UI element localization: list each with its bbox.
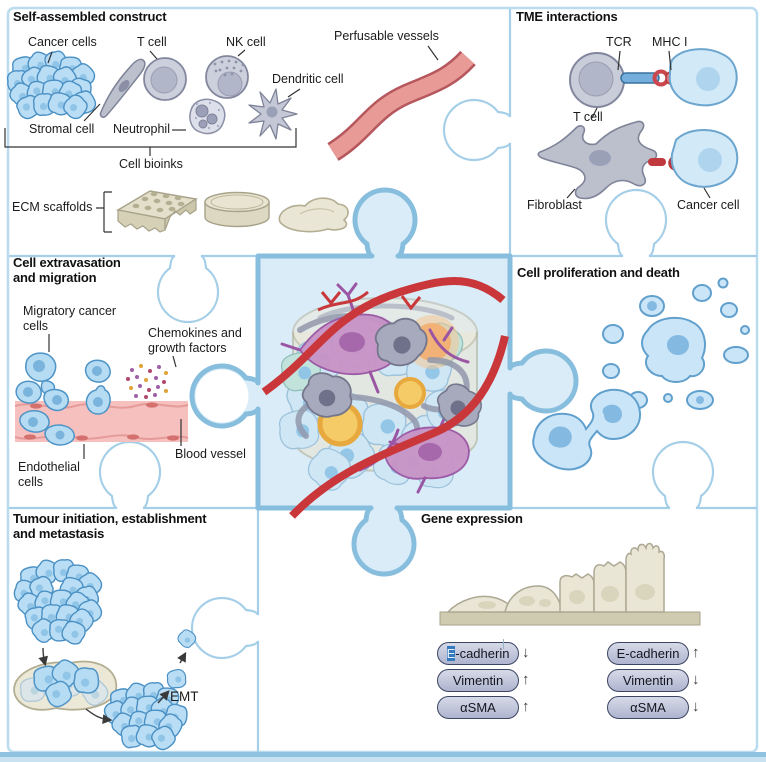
migratory-cancer-cells-icon bbox=[15, 352, 111, 446]
panel-title-tumour-line2: and metastasis bbox=[13, 526, 105, 541]
marker-pill-label: αSMA bbox=[630, 700, 666, 715]
selected-text-artifact: E bbox=[446, 646, 456, 661]
ecm-disc-scaffold-icon bbox=[204, 191, 270, 228]
panel-title-extravasation-line2: and migration bbox=[13, 270, 97, 285]
apoptotic-cell-icon bbox=[602, 277, 750, 410]
label-dendritic-cell: Dendritic cell bbox=[272, 72, 344, 86]
label-migratory-line1: Migratory cancer bbox=[23, 304, 117, 318]
label-cancer-cells: Cancer cells bbox=[28, 35, 97, 49]
marker-pill-vimentin-left: Vimentin bbox=[437, 669, 519, 692]
tumour-cluster-primary-icon bbox=[10, 555, 106, 649]
ecm-bracket bbox=[96, 191, 112, 233]
tumour-arrows bbox=[38, 647, 187, 724]
label-ecm-scaffolds: ECM scaffolds bbox=[12, 200, 93, 214]
label-nk-cell: NK cell bbox=[226, 35, 266, 49]
marker-pill-ecadherin-left: E-cadherin bbox=[437, 639, 519, 665]
label-pointer-lines bbox=[47, 45, 439, 131]
marker-pill-label: Vimentin bbox=[622, 673, 674, 688]
marker-pill-vimentin-right: Vimentin bbox=[607, 669, 689, 692]
label-t-cell: T cell bbox=[137, 35, 167, 49]
label-mhc1: MHC I bbox=[652, 35, 688, 49]
panel-title-tumour-line1: Tumour initiation, establishment bbox=[13, 511, 207, 526]
label-emt: EMT bbox=[170, 689, 199, 704]
label-endothelial-line1: Endothelial bbox=[18, 460, 80, 474]
dividing-cell-icon bbox=[532, 388, 642, 471]
ecm-honeycomb-scaffold-icon bbox=[116, 190, 198, 233]
marker-pill-asma-right: αSMA bbox=[607, 696, 689, 719]
label-tme-t-cell: T cell bbox=[573, 110, 603, 124]
label-tme-cancer-cell: Cancer cell bbox=[677, 198, 740, 212]
arrow-asma-right: ↓ bbox=[692, 698, 700, 715]
arrow-vimentin-left: ↑ bbox=[522, 671, 530, 688]
label-fibroblast: Fibroblast bbox=[527, 198, 582, 212]
label-neutrophil: Neutrophil bbox=[113, 122, 170, 136]
panel-title-self-assembled: Self-assembled construct bbox=[13, 9, 167, 24]
marker-pill-label: -cadherin bbox=[455, 646, 510, 661]
panel-title-proliferation: Cell proliferation and death bbox=[517, 265, 680, 280]
chemokines-dots-icon bbox=[126, 364, 168, 399]
ecm-gel-blob-icon bbox=[278, 197, 349, 233]
panel-title-extravasation-line1: Cell extravasation bbox=[13, 255, 121, 270]
panel-title-gene-expression: Gene expression bbox=[421, 511, 523, 526]
tumour-tissue-icon bbox=[13, 655, 118, 711]
tme-t-cell-icon bbox=[569, 52, 625, 108]
emt-gradient-cells-icon bbox=[439, 542, 701, 626]
tme-cancer-cell-bottom-icon bbox=[670, 129, 739, 188]
marker-pill-ecadherin-right: E-cadherin bbox=[607, 642, 689, 665]
text-caret-artifact bbox=[503, 639, 504, 649]
stromal-cell-icon bbox=[99, 58, 146, 118]
dendritic-cell-icon bbox=[248, 88, 298, 140]
tme-pointer-lines bbox=[566, 50, 711, 199]
label-stromal-cell: Stromal cell bbox=[29, 122, 95, 136]
label-blood-vessel: Blood vessel bbox=[175, 447, 246, 461]
arrow-asma-left: ↑ bbox=[522, 698, 530, 715]
tme-cancer-cell-top-icon bbox=[668, 48, 738, 107]
cell-bioinks-bracket bbox=[4, 128, 297, 156]
marker-pill-asma-left: αSMA bbox=[437, 696, 519, 719]
marker-pill-label: αSMA bbox=[460, 700, 496, 715]
nk-cell-icon bbox=[205, 55, 249, 99]
t-cell-icon bbox=[143, 57, 187, 101]
perfusable-vessel-icon bbox=[327, 50, 476, 161]
marker-pill-label: Vimentin bbox=[452, 673, 504, 688]
apoptotic-nuclei bbox=[647, 301, 704, 404]
label-chemokines-line2: growth factors bbox=[148, 341, 227, 355]
panel-title-tme: TME interactions bbox=[516, 9, 618, 24]
label-perfusable-vessels: Perfusable vessels bbox=[334, 29, 439, 43]
label-endothelial-line2: cells bbox=[18, 475, 44, 489]
bioprinted-construct-icon bbox=[261, 277, 509, 519]
neutrophil-icon bbox=[189, 98, 226, 135]
marker-pill-label: E-cadherin bbox=[616, 646, 680, 661]
label-migratory-line2: cells bbox=[23, 319, 49, 333]
label-tcr: TCR bbox=[606, 35, 632, 49]
arrow-ecadherin-right: ↑ bbox=[692, 644, 700, 661]
extravasation-pointer-lines bbox=[48, 334, 182, 459]
label-cell-bioinks: Cell bioinks bbox=[119, 157, 183, 171]
arrow-ecadherin-left: ↓ bbox=[522, 644, 530, 661]
cancer-cells-cluster-icon bbox=[5, 47, 99, 123]
label-chemokines-line1: Chemokines and bbox=[148, 326, 242, 340]
arrow-vimentin-right: ↓ bbox=[692, 671, 700, 688]
fibroblast-icon bbox=[537, 120, 658, 200]
